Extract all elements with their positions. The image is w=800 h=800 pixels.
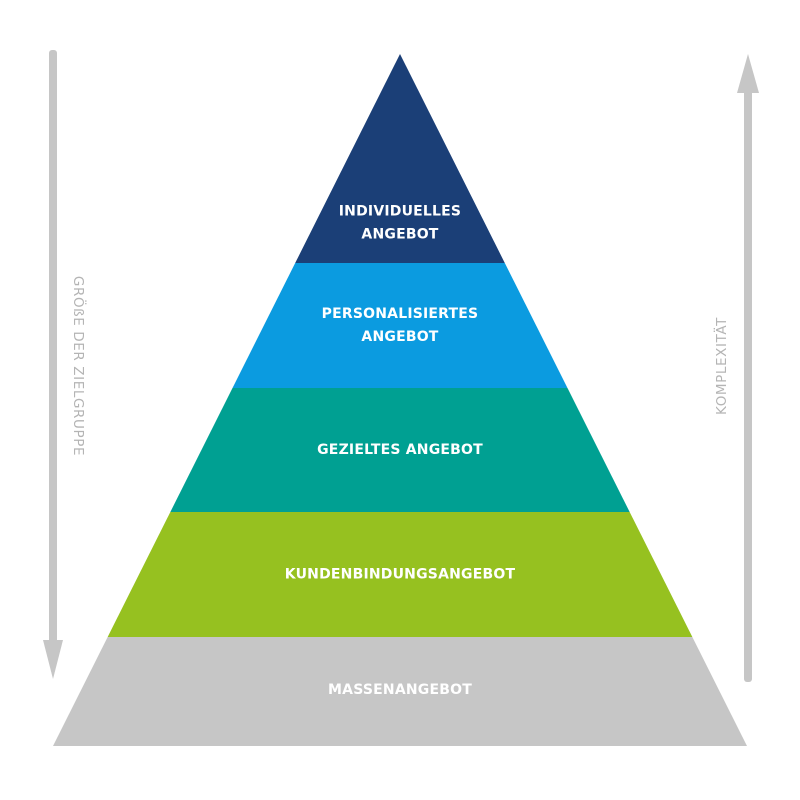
right-arrow-shaft — [744, 86, 752, 682]
layer-label: PERSONALISIERTES — [322, 306, 479, 322]
right-axis-arrow — [737, 54, 759, 682]
layer-label: INDIVIDUELLES — [339, 204, 461, 220]
layer-shape — [170, 388, 630, 512]
layer-label: ANGEBOT — [361, 227, 438, 243]
layer-shape — [232, 263, 568, 388]
pyramid-layer-targeted-offer: GEZIELTES ANGEBOT — [170, 388, 630, 512]
pyramid-layers: INDIVIDUELLES ANGEBOT PERSONALISIERTES ANGE… — [53, 54, 747, 746]
layer-label: GEZIELTES ANGEBOT — [317, 442, 483, 458]
left-axis-arrow — [43, 50, 63, 679]
layer-label: MASSENANGEBOT — [328, 682, 472, 698]
right-axis-label: KOMPLEXITÄT — [712, 317, 730, 415]
pyramid-layer-mass-offer: MASSENANGEBOT — [53, 637, 747, 746]
arrow-down-icon — [43, 640, 63, 679]
layer-shape — [53, 637, 747, 746]
layer-shape — [107, 512, 693, 637]
arrow-up-icon — [737, 54, 759, 93]
left-arrow-shaft — [49, 50, 57, 646]
pyramid-layer-loyalty-offer: KUNDENBINDUNGSANGEBOT — [107, 512, 693, 637]
layer-label: KUNDENBINDUNGSANGEBOT — [285, 567, 516, 583]
layer-label: ANGEBOT — [361, 329, 438, 345]
pyramid-layer-individual-offer: INDIVIDUELLES ANGEBOT — [295, 54, 505, 263]
pyramid-layer-personalized-offer: PERSONALISIERTES ANGEBOT — [232, 263, 568, 388]
layer-shape — [295, 54, 505, 263]
left-axis-label: GRÖßE DER ZIELGRUPPE — [70, 276, 88, 456]
